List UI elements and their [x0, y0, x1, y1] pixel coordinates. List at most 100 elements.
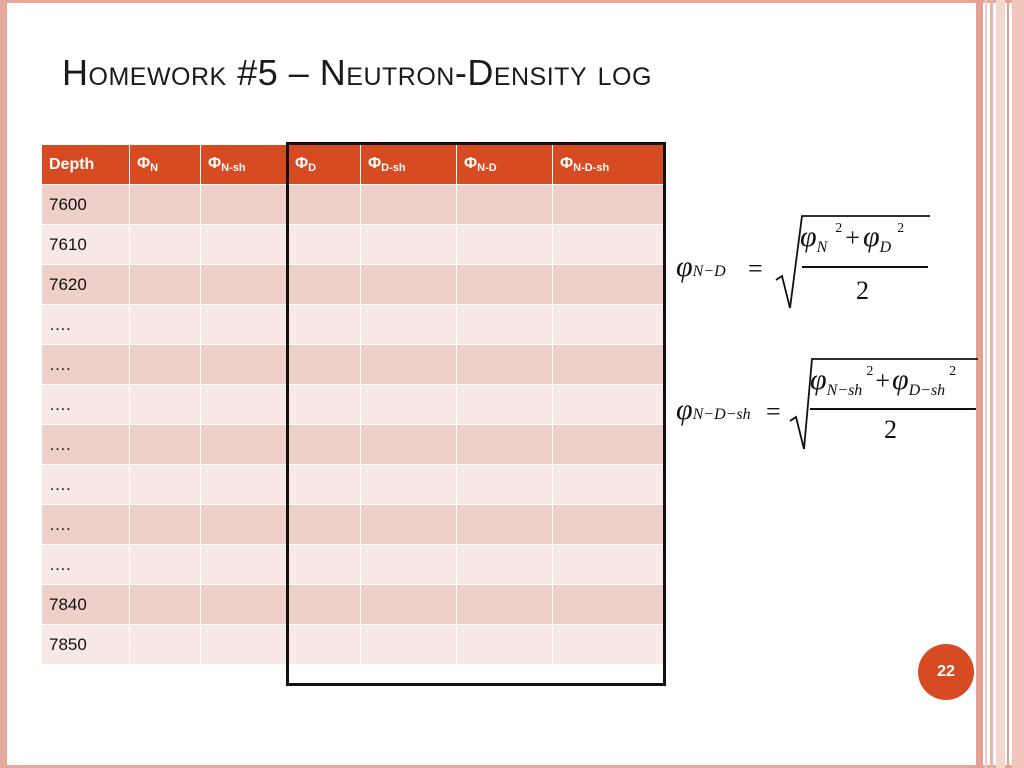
- empty-cell: [360, 424, 457, 465]
- empty-cell: [287, 504, 361, 545]
- empty-cell: [552, 344, 666, 385]
- empty-cell: [287, 624, 361, 665]
- empty-cell: [552, 184, 666, 225]
- table-row: ….: [41, 344, 666, 385]
- empty-cell: [129, 544, 201, 585]
- equation-phi-n-d: φN−D = φN2+φD2 2: [676, 210, 936, 314]
- neutron-density-table: Depth ΦN ΦN-sh ΦD ΦD-sh ΦN-D ΦN-D-sh 760…: [41, 144, 666, 665]
- depth-cell: ….: [41, 464, 130, 505]
- empty-cell: [456, 384, 553, 425]
- eq1-equals: =: [748, 254, 763, 283]
- slide-frame-left: [0, 0, 7, 768]
- empty-cell: [360, 344, 457, 385]
- empty-cell: [456, 424, 553, 465]
- column-header-phi-n-d-sh: ΦN-D-sh: [552, 144, 666, 185]
- depth-cell: ….: [41, 504, 130, 545]
- empty-cell: [360, 584, 457, 625]
- table-row: ….: [41, 544, 666, 585]
- empty-cell: [200, 224, 288, 265]
- empty-cell: [200, 264, 288, 305]
- eq2-fraction-bar: [810, 408, 976, 410]
- empty-cell: [287, 544, 361, 585]
- table-row: ….: [41, 424, 666, 465]
- column-header-depth: Depth: [41, 144, 130, 185]
- table-header-row: Depth ΦN ΦN-sh ΦD ΦD-sh ΦN-D ΦN-D-sh: [41, 144, 666, 185]
- empty-cell: [360, 464, 457, 505]
- empty-cell: [456, 584, 553, 625]
- depth-cell: ….: [41, 544, 130, 585]
- empty-cell: [360, 624, 457, 665]
- empty-cell: [552, 584, 666, 625]
- empty-cell: [200, 464, 288, 505]
- depth-cell: ….: [41, 344, 130, 385]
- eq2-denominator: 2: [884, 415, 897, 444]
- eq2-equals: =: [766, 397, 781, 426]
- empty-cell: [456, 624, 553, 665]
- empty-cell: [552, 424, 666, 465]
- empty-cell: [287, 344, 361, 385]
- empty-cell: [360, 264, 457, 305]
- column-header-phi-d-sh: ΦD-sh: [360, 144, 457, 185]
- empty-cell: [129, 304, 201, 345]
- empty-cell: [129, 584, 201, 625]
- empty-cell: [360, 544, 457, 585]
- depth-cell: ….: [41, 384, 130, 425]
- slide-frame-top: [0, 0, 1024, 3]
- slide-title: Homework #5 – Neutron-Density log: [62, 52, 652, 93]
- eq1-fraction-bar: [802, 266, 928, 268]
- empty-cell: [200, 504, 288, 545]
- empty-cell: [129, 344, 201, 385]
- table-row: 7620: [41, 264, 666, 305]
- empty-cell: [552, 384, 666, 425]
- empty-cell: [360, 304, 457, 345]
- slide-frame-bottom: [0, 765, 1024, 768]
- equation-phi-n-d-sh: φN−D−sh = φN−sh2+φD−sh2 2: [676, 355, 982, 455]
- depth-cell: 7850: [41, 624, 130, 665]
- empty-cell: [552, 224, 666, 265]
- empty-cell: [456, 504, 553, 545]
- empty-cell: [129, 224, 201, 265]
- empty-cell: [456, 344, 553, 385]
- empty-cell: [129, 184, 201, 225]
- eq2-radical-sign: [789, 358, 978, 450]
- empty-cell: [456, 304, 553, 345]
- eq1-denominator: 2: [856, 276, 869, 305]
- empty-cell: [200, 424, 288, 465]
- depth-cell: 7840: [41, 584, 130, 625]
- table-row: 7610: [41, 224, 666, 265]
- depth-cell: 7600: [41, 184, 130, 225]
- depth-cell: ….: [41, 424, 130, 465]
- empty-cell: [552, 544, 666, 585]
- empty-cell: [552, 264, 666, 305]
- table-row: 7850: [41, 624, 666, 665]
- empty-cell: [552, 464, 666, 505]
- depth-cell: 7610: [41, 224, 130, 265]
- table-row: ….: [41, 304, 666, 345]
- empty-cell: [200, 584, 288, 625]
- column-header-phi-d: ΦD: [287, 144, 361, 185]
- table-row: 7600: [41, 184, 666, 225]
- column-header-phi-n: ΦN: [129, 144, 201, 185]
- empty-cell: [200, 624, 288, 665]
- table-row: ….: [41, 464, 666, 505]
- empty-cell: [360, 224, 457, 265]
- eq1-lhs: φN−D: [676, 250, 726, 283]
- empty-cell: [456, 544, 553, 585]
- empty-cell: [129, 264, 201, 305]
- empty-cell: [200, 544, 288, 585]
- empty-cell: [456, 184, 553, 225]
- empty-cell: [200, 184, 288, 225]
- column-header-phi-n-sh: ΦN-sh: [200, 144, 288, 185]
- empty-cell: [287, 224, 361, 265]
- eq2-lhs: φN−D−sh: [676, 393, 751, 426]
- empty-cell: [129, 464, 201, 505]
- empty-cell: [456, 464, 553, 505]
- empty-cell: [200, 344, 288, 385]
- depth-cell: 7620: [41, 264, 130, 305]
- depth-cell: ….: [41, 304, 130, 345]
- decorative-right-stripes: [976, 0, 1024, 768]
- column-header-phi-n-d: ΦN-D: [456, 144, 553, 185]
- empty-cell: [129, 504, 201, 545]
- empty-cell: [456, 224, 553, 265]
- eq1-numerator: φN2+φD2: [800, 220, 905, 256]
